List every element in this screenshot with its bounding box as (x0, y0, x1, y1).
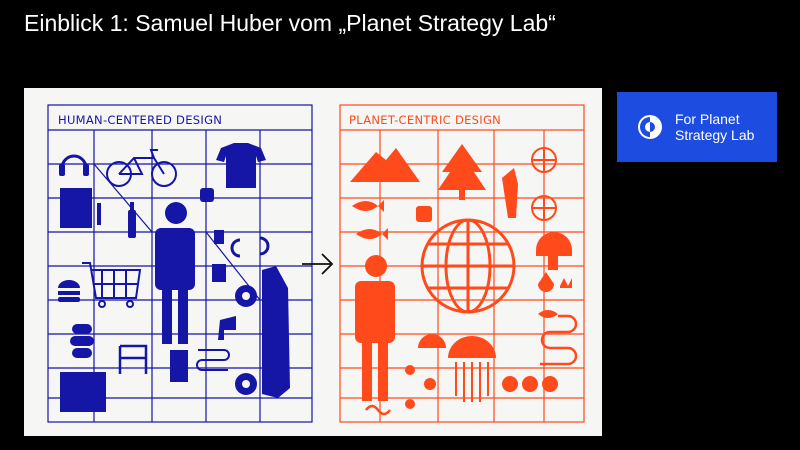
headphones-icon (59, 154, 89, 176)
stand-icon (97, 203, 101, 225)
blue-objects (58, 143, 290, 412)
bicycle-icon (106, 149, 177, 187)
red-objects (350, 144, 578, 416)
shell-icon (418, 334, 446, 348)
car-icon (235, 266, 290, 398)
human-figure-icon (155, 202, 195, 344)
tag-icon (214, 230, 224, 244)
human-centered-label: HUMAN-CENTERED DESIGN (58, 113, 223, 127)
cable-icon (196, 349, 230, 371)
globe-icon (420, 218, 516, 314)
mountain-icon (350, 148, 420, 182)
fruit-icon (502, 376, 518, 392)
brand-logo-box: For Planet Strategy Lab (617, 92, 777, 162)
animal-icon (502, 168, 518, 218)
right-arrow-icon (302, 253, 334, 275)
planet-lab-logo-icon (638, 115, 662, 139)
worm-icon (365, 404, 391, 416)
illustration-svg (47, 104, 585, 423)
small-gadget-icon (416, 206, 432, 222)
burger-icon (58, 280, 80, 302)
wheel-icon (531, 147, 557, 221)
fish-icon-2 (356, 228, 388, 240)
fruit-icon-2 (522, 376, 538, 392)
mushroom-icon (536, 232, 572, 270)
snake-icon (540, 314, 578, 366)
planet-centric-illustration (339, 104, 585, 423)
planet-centric-label: PLANET-CENTRIC DESIGN (349, 113, 502, 127)
jellyfish-icon (448, 336, 496, 402)
seed-icon (538, 272, 554, 292)
human-centered-illustration (47, 104, 313, 423)
slide-title: Einblick 1: Samuel Huber vom „Planet Str… (24, 10, 556, 36)
bug-icon-3 (405, 399, 415, 409)
brand-line-1: For Planet (675, 111, 740, 127)
hanger-icon (230, 236, 270, 258)
toy-icon (70, 324, 94, 358)
speaker-icon (60, 188, 92, 228)
appliance-icon (60, 372, 106, 412)
brand-text: For Planet Strategy Lab (675, 111, 754, 143)
bug-icon-2 (424, 378, 436, 390)
hairdryer-icon (218, 316, 236, 340)
shopping-cart-icon (82, 262, 142, 308)
cup-icon (212, 264, 226, 282)
chair-icon (118, 344, 148, 374)
illustration-panel: HUMAN-CENTERED DESIGN PLANET-CENTRIC DES… (24, 88, 602, 436)
bottle-icon (128, 210, 136, 238)
human-figure-icon (355, 255, 395, 401)
tshirt-icon (216, 143, 266, 188)
bug-icon (405, 365, 415, 375)
fruit-icon-3 (542, 376, 558, 392)
tree-icon (438, 144, 486, 190)
fish-icon (352, 200, 384, 212)
brand-line-2: Strategy Lab (675, 127, 755, 143)
small-gadget-icon (200, 188, 214, 202)
flower-icon (560, 278, 572, 288)
tablet-icon (170, 350, 188, 382)
